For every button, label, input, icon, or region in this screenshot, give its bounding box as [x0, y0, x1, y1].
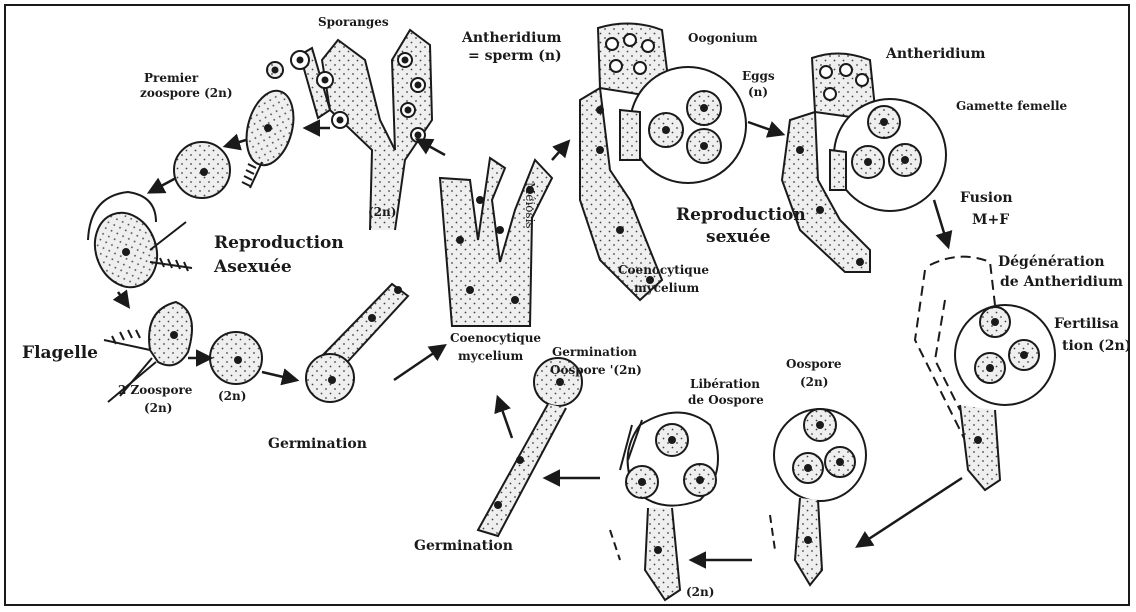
label-oogonium: Oogonium: [688, 32, 758, 46]
label-reproduction-asexuee-line1: Reproduction: [214, 234, 344, 254]
encysted-spore: [210, 332, 262, 384]
label-ploidy-2n-cyst: (2n): [218, 390, 246, 404]
label-liberation-line1: Libération: [690, 378, 760, 392]
label-fusion-line2: M+F: [972, 212, 1009, 228]
label-premier-zoospore-line1: Premier: [144, 72, 198, 86]
label-antheridium-sperm-line2: = sperm (n): [468, 48, 562, 64]
label-ploidy-2n-sporange: (2n): [368, 206, 396, 220]
label-two-zoospore-line2: (2n): [144, 402, 172, 416]
zoospore-cyst: [85, 192, 192, 296]
label-eggs-line1: Eggs: [742, 70, 775, 84]
oospore: [770, 409, 866, 585]
fertilisation-stage: [915, 257, 1055, 490]
label-reproduction-asexuee-line2: Asexuée: [214, 258, 292, 278]
label-oospore-line1: Oospore: [786, 358, 842, 372]
premier-zoospore: [239, 86, 301, 188]
label-antheridium-right: Antheridium: [886, 46, 985, 62]
oospore-liberation: [610, 413, 718, 601]
label-coenocytique-mycelium-mid-line1: Coenocytique: [450, 332, 541, 346]
label-coenocytique-mycelium-mid-line2: mycelium: [458, 350, 523, 364]
label-degeneration-line1: Dégénération: [998, 254, 1105, 270]
label-coenocytique-mycelium-top-line2: mycelium: [634, 282, 699, 296]
label-liberation-line2: de Oospore: [688, 394, 764, 408]
label-reproduction-sexuee-line2: sexuée: [706, 228, 771, 248]
label-reproduction-sexuee-line1: Reproduction: [676, 206, 806, 226]
label-germination-left: Germination: [268, 436, 367, 452]
label-germination-oospore-line2: Oospore '(2n): [550, 364, 642, 378]
label-two-zoospore-line1: 2 Zoospore: [118, 384, 192, 398]
label-fusion-line1: Fusion: [960, 190, 1013, 206]
label-coenocytique-mycelium-top-line1: Coenocytique: [618, 264, 709, 278]
encysted-zoospore: [174, 142, 230, 198]
label-germination-oospore-line1: Germination: [552, 346, 637, 360]
germinating-spore: [306, 284, 408, 402]
label-antheridium-sperm-line1: Antheridium: [462, 30, 561, 46]
oogonium-antheridium-right: [782, 53, 946, 272]
germinating-oospore: [478, 358, 582, 536]
label-degeneration-line2: de Antheridium: [1000, 274, 1123, 290]
label-fertilisation-line2: tion (2n): [1062, 338, 1131, 354]
label-fertilisation-line1: Fertilisa: [1054, 316, 1119, 332]
label-sporanges: Sporanges: [318, 16, 389, 30]
label-meiosis: Méiosis: [522, 182, 536, 229]
label-premier-zoospore-line2: zoospore (2n): [140, 87, 233, 101]
label-germination-bottom: Germination: [414, 538, 513, 554]
label-ploidy-2n-bottom: (2n): [686, 586, 714, 600]
oogonium-antheridium-left: [580, 23, 746, 300]
label-eggs-line2: (n): [748, 86, 768, 100]
label-oospore-line2: (2n): [800, 376, 828, 390]
label-flagelle: Flagelle: [22, 344, 98, 364]
label-gamette-femelle: Gamette femelle: [956, 100, 1067, 114]
